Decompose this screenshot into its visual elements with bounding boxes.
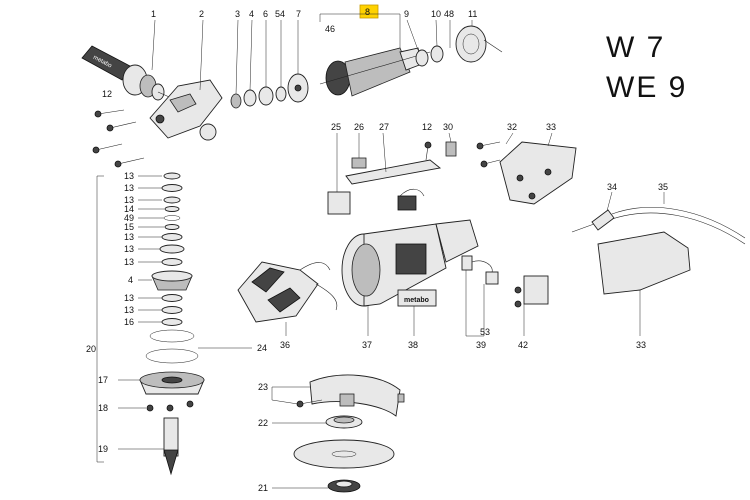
stator-field-coil-36 bbox=[237, 261, 338, 336]
callout-9: 9 bbox=[404, 9, 409, 19]
stack-callout-13h: 13 bbox=[124, 305, 134, 315]
stack-callout-16: 16 bbox=[124, 317, 134, 327]
stack-callout-13g: 13 bbox=[124, 293, 134, 303]
armature-rotor bbox=[319, 4, 503, 97]
bracket-20 bbox=[96, 175, 104, 463]
flange-22 bbox=[272, 415, 363, 429]
callout-53: 53 bbox=[480, 327, 490, 337]
screw-set-12 bbox=[92, 109, 145, 168]
callout-17: 17 bbox=[98, 375, 108, 385]
label-plate-25 bbox=[327, 133, 351, 215]
stack-callout-13e: 13 bbox=[124, 244, 134, 254]
callout-11: 11 bbox=[468, 9, 477, 19]
callout-18: 18 bbox=[98, 403, 108, 413]
clamp-nut-21 bbox=[272, 479, 361, 493]
leader-lines-top bbox=[151, 13, 473, 95]
callout-36: 36 bbox=[280, 340, 290, 350]
callout-38: 38 bbox=[408, 340, 418, 350]
brush-holder-assembly bbox=[397, 188, 425, 211]
callout-24: 24 bbox=[257, 343, 267, 353]
callout-8: 8 bbox=[365, 7, 370, 17]
callout-30: 30 bbox=[443, 122, 453, 132]
callout-20: 20 bbox=[86, 344, 96, 354]
switch-rod-27 bbox=[345, 132, 442, 185]
callout-2: 2 bbox=[199, 9, 204, 19]
handle-cover-33 bbox=[597, 231, 691, 336]
callout-26: 26 bbox=[354, 122, 364, 132]
stack-callout-49: 49 bbox=[124, 213, 134, 223]
stack-callout-13d: 13 bbox=[124, 232, 134, 242]
stack-callout-13b: 13 bbox=[124, 183, 134, 193]
motor-housing-37 bbox=[341, 219, 479, 336]
callout-22: 22 bbox=[258, 418, 268, 428]
callout-54: 54 bbox=[275, 9, 285, 19]
model-label-we9: WE 9 bbox=[606, 71, 687, 104]
callout-10: 10 bbox=[431, 9, 441, 19]
brush-box-39 bbox=[461, 255, 499, 337]
callout-48: 48 bbox=[444, 9, 454, 19]
grinding-disc bbox=[293, 439, 395, 469]
stack-callout-13f-top: 13 bbox=[124, 257, 134, 267]
callout-7: 7 bbox=[296, 9, 301, 19]
side-handle: metabo bbox=[81, 45, 177, 101]
callout-37: 37 bbox=[362, 340, 372, 350]
housing-label-text: metabo bbox=[404, 297, 429, 304]
callout-6: 6 bbox=[263, 9, 268, 19]
stack-callout-15: 15 bbox=[124, 222, 134, 232]
callout-39: 39 bbox=[476, 340, 486, 350]
screws-32 bbox=[476, 132, 514, 168]
stack-callout-13a: 13 bbox=[124, 171, 134, 181]
callout-12-mid: 12 bbox=[422, 122, 432, 132]
small-parts-row bbox=[230, 73, 309, 109]
leader-lines-left bbox=[118, 175, 252, 450]
callout-12-left: 12 bbox=[102, 89, 112, 99]
stack-callout-4: 4 bbox=[128, 275, 133, 285]
wheel-guard-23 bbox=[271, 374, 405, 417]
switch-module-42 bbox=[514, 275, 549, 336]
callout-34: 34 bbox=[607, 182, 617, 192]
callout-32: 32 bbox=[507, 122, 517, 132]
callout-23: 23 bbox=[258, 382, 268, 392]
callout-27: 27 bbox=[379, 122, 389, 132]
power-cable bbox=[571, 191, 746, 245]
model-label-w7: W 7 bbox=[606, 31, 665, 64]
callout-3: 3 bbox=[235, 9, 240, 19]
stack-callout-14: 14 bbox=[124, 204, 134, 214]
callout-21: 21 bbox=[258, 483, 268, 493]
callout-33-bottom: 33 bbox=[636, 340, 646, 350]
callout-33-top: 33 bbox=[546, 122, 556, 132]
stack-callout-13c: 13 bbox=[124, 195, 134, 205]
housing-label-38: metabo bbox=[397, 289, 437, 336]
callout-19: 19 bbox=[98, 444, 108, 454]
callout-25: 25 bbox=[331, 122, 341, 132]
callout-42: 42 bbox=[518, 340, 528, 350]
callout-46: 46 bbox=[325, 24, 335, 34]
gear-housing bbox=[149, 79, 223, 141]
stack-parts-left bbox=[139, 172, 205, 476]
callout-1: 1 bbox=[151, 9, 156, 19]
screw-12-mid bbox=[424, 132, 457, 161]
highlight-box-8 bbox=[359, 4, 379, 19]
callout-4: 4 bbox=[249, 9, 254, 19]
rear-cover-33 bbox=[499, 132, 577, 205]
callout-35: 35 bbox=[658, 182, 668, 192]
